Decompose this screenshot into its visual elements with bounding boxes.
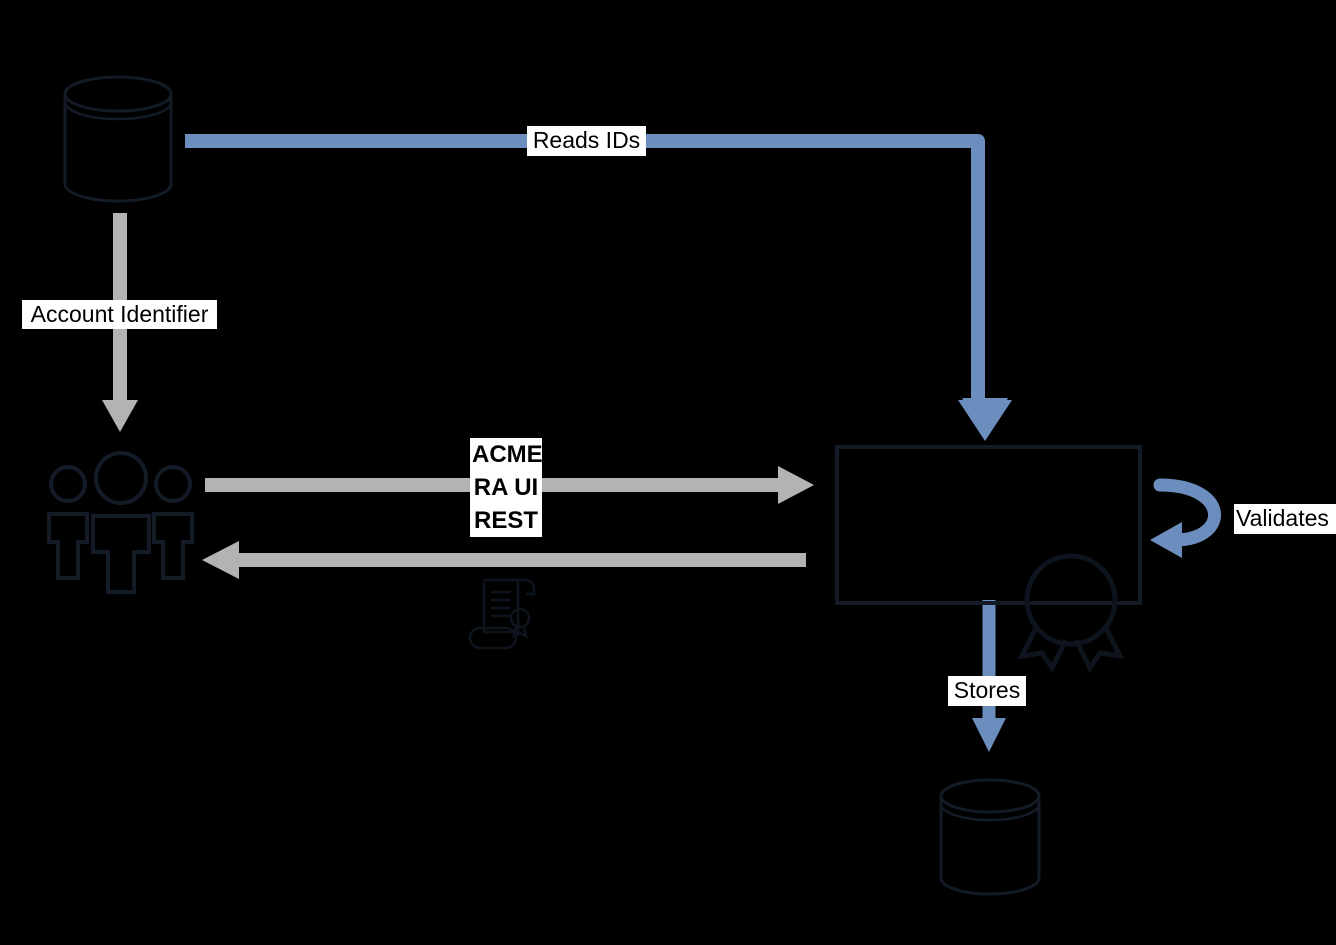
- edge-label-validates: Validates: [1234, 504, 1336, 534]
- target-database-icon[interactable]: [938, 778, 1042, 896]
- edge-label-account-identifier: Account Identifier: [22, 300, 217, 329]
- source-database-icon[interactable]: [62, 75, 174, 203]
- certificate-scroll-icon[interactable]: [466, 578, 542, 650]
- edge-response[interactable]: [202, 541, 806, 579]
- edge-validates[interactable]: [1150, 478, 1221, 558]
- ra-service-box[interactable]: [830, 440, 1142, 680]
- edge-label-stores: Stores: [948, 676, 1026, 706]
- users-group-icon[interactable]: [42, 451, 200, 594]
- edge-label-reads-ids: Reads IDs: [527, 126, 646, 156]
- edge-reads-ids[interactable]: [185, 134, 1012, 441]
- award-ribbon-icon[interactable]: [1017, 553, 1138, 673]
- edge-label-acme-ra-ui-rest: ACME RA UI REST: [470, 438, 543, 537]
